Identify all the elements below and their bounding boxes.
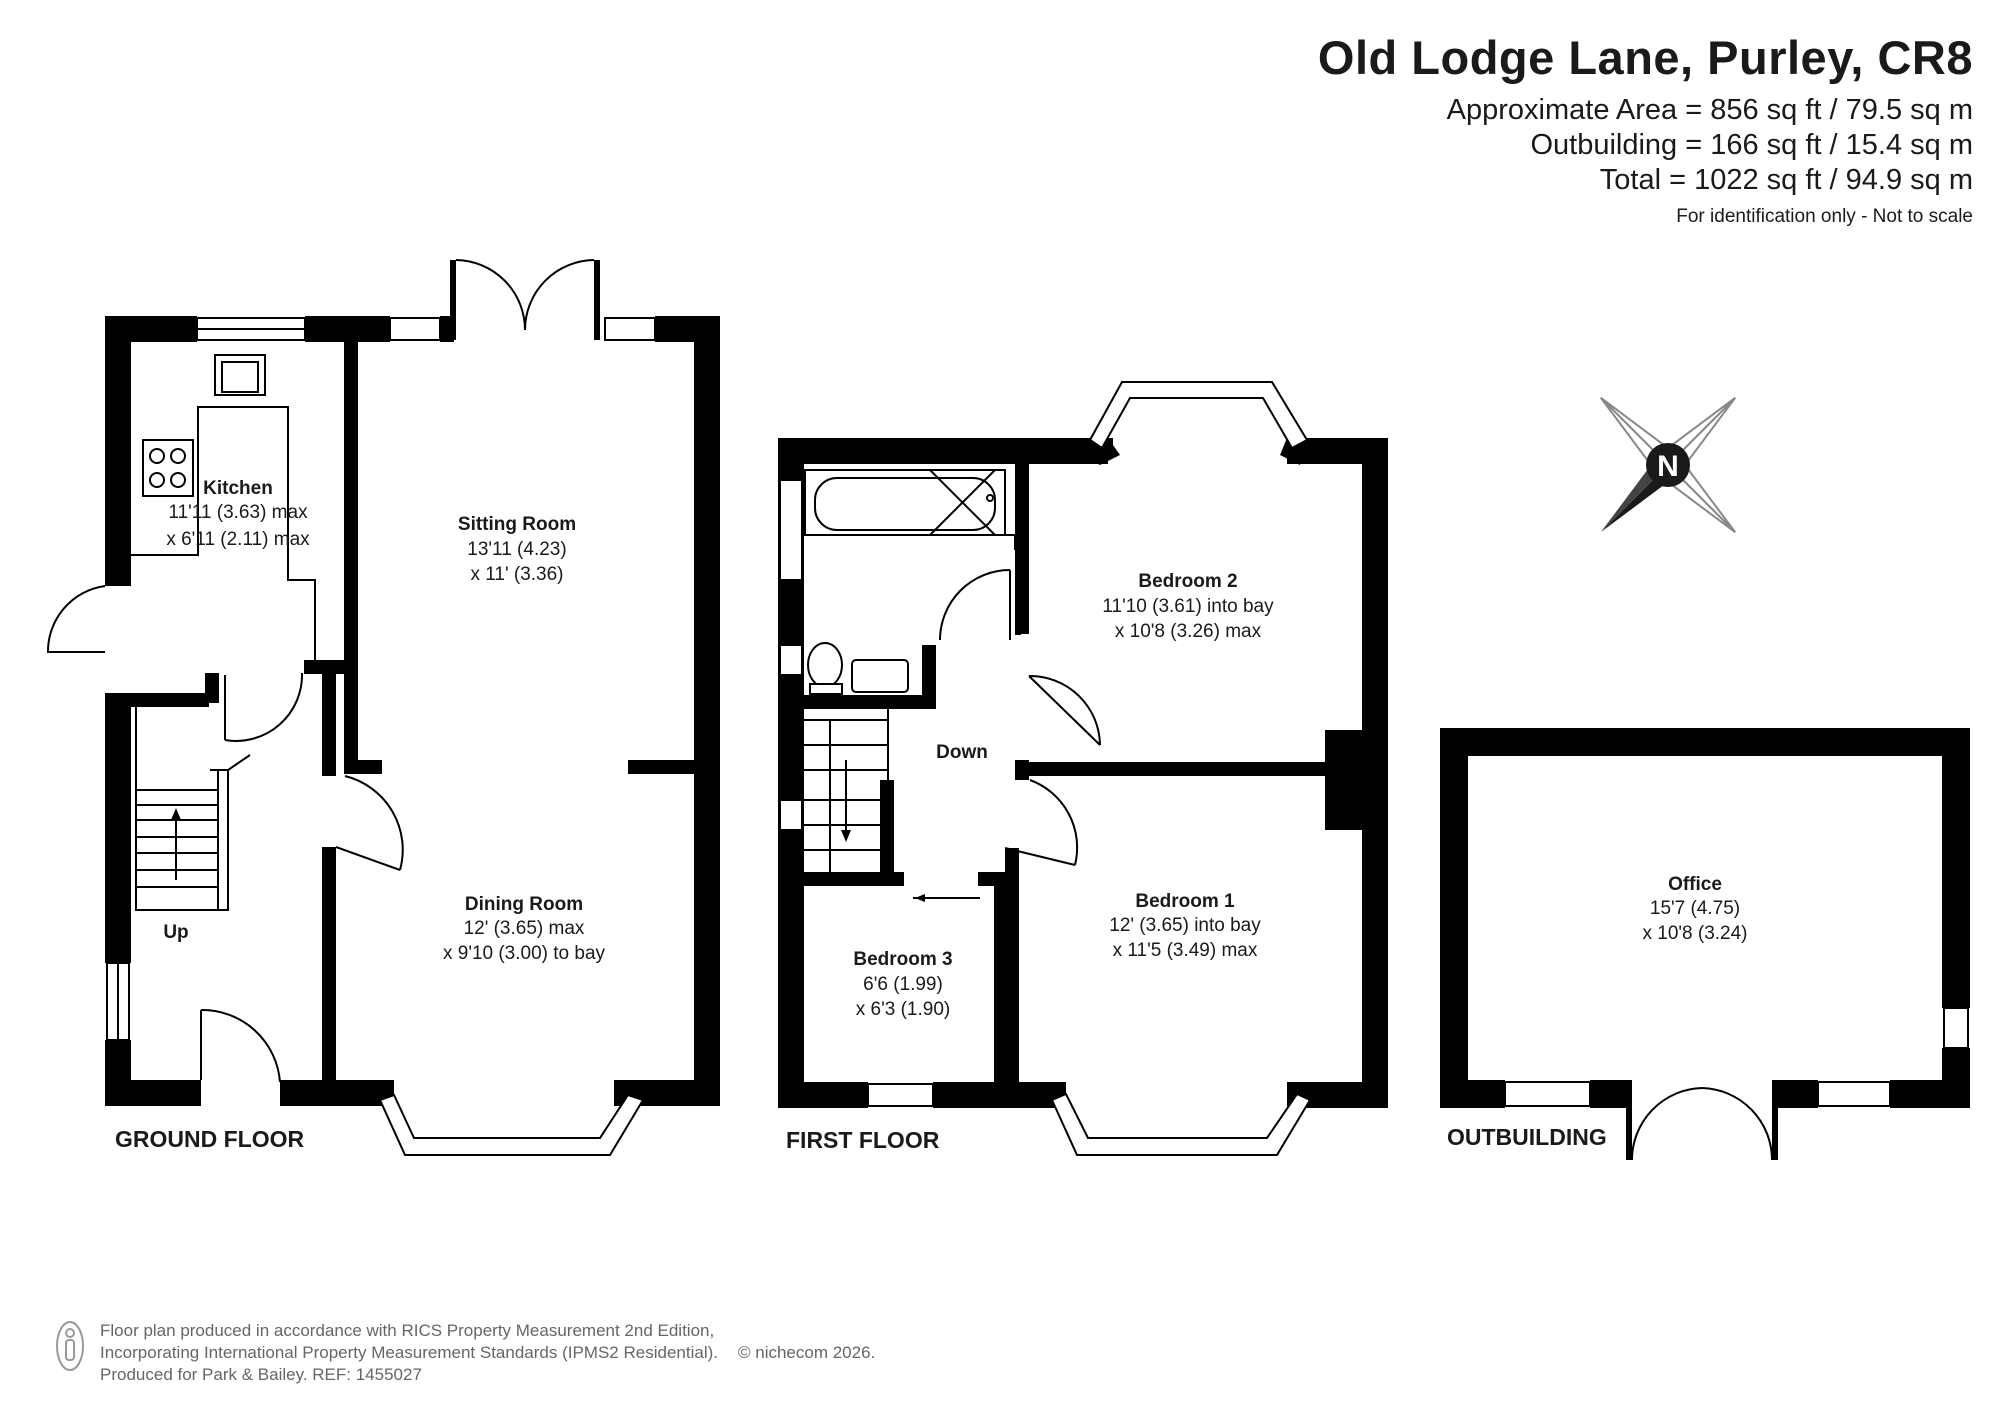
dining-room-dims-line1: 12' (3.65) max: [464, 918, 585, 939]
bedroom-3-dims-line1: 6'6 (1.99): [863, 974, 943, 995]
bedroom-2-dims-line1: 11'10 (3.61) into bay: [1102, 596, 1274, 617]
total-area: Total = 1022 sq ft / 94.9 sq m: [1599, 164, 1973, 196]
sitting-room-name: Sitting Room: [458, 514, 576, 535]
outbuilding-plan: Office 15'7 (4.75) x 10'8 (3.24) OUTBUIL…: [1440, 728, 1970, 1161]
outbuilding-label: OUTBUILDING: [1447, 1124, 1607, 1150]
kitchen-dims-line2: x 6'11 (2.11) max: [166, 529, 310, 550]
header: Old Lodge Lane, Purley, CR8 Approximate …: [1318, 30, 1973, 228]
office-dims-line2: x 10'8 (3.24): [1642, 923, 1747, 944]
stairs-down-label: Down: [936, 742, 988, 763]
footer-text: Floor plan produced in accordance with R…: [100, 1320, 718, 1386]
ground-floor-plan: Kitchen 11'11 (3.63) max x 6'11 (2.11) m…: [46, 259, 720, 1156]
bedroom-1-dims-line2: x 11'5 (3.49) max: [1113, 940, 1258, 961]
first-floor-label: FIRST FLOOR: [786, 1127, 940, 1153]
sitting-room-dims-line2: x 11' (3.36): [470, 564, 563, 585]
bedroom-2-name: Bedroom 2: [1138, 571, 1237, 592]
dining-room-name: Dining Room: [465, 894, 583, 915]
sitting-room-dims-line1: 13'11 (4.23): [467, 539, 566, 560]
footer-line-2: Incorporating International Property Mea…: [100, 1343, 718, 1362]
bedroom-3-name: Bedroom 3: [853, 949, 952, 970]
kitchen-dims-line1: 11'11 (3.63) max: [168, 502, 308, 523]
approximate-area: Approximate Area = 856 sq ft / 79.5 sq m: [1446, 94, 1973, 126]
stairs-up-label: Up: [163, 922, 188, 943]
property-title: Old Lodge Lane, Purley, CR8: [1317, 31, 1973, 84]
compass-north-letter: N: [1657, 450, 1679, 483]
first-floor-plan: Bedroom 2 11'10 (3.61) into bay x 10'8 (…: [778, 381, 1388, 1156]
office-name: Office: [1668, 874, 1722, 895]
bedroom-3-dims-line2: x 6'3 (1.90): [856, 999, 950, 1020]
dining-room-dims-line2: x 9'10 (3.00) to bay: [443, 943, 606, 964]
copyright: © nichecom 2026.: [738, 1343, 876, 1362]
footer-line-3: Produced for Park & Bailey. REF: 1455027: [100, 1365, 422, 1384]
bedroom-2-dims-line2: x 10'8 (3.26) max: [1115, 621, 1262, 642]
ground-floor-label: GROUND FLOOR: [115, 1126, 304, 1152]
kitchen-name: Kitchen: [203, 478, 273, 499]
bedroom-1-dims-line1: 12' (3.65) into bay: [1109, 915, 1261, 936]
bedroom-1-name: Bedroom 1: [1135, 891, 1235, 912]
person-info-icon: [56, 1321, 84, 1371]
identification-note: For identification only - Not to scale: [1676, 206, 1973, 227]
outbuilding-area: Outbuilding = 166 sq ft / 15.4 sq m: [1530, 129, 1973, 161]
office-dims-line1: 15'7 (4.75): [1650, 898, 1740, 919]
compass-icon: N: [1600, 397, 1736, 533]
footer-line-1: Floor plan produced in accordance with R…: [100, 1321, 715, 1340]
